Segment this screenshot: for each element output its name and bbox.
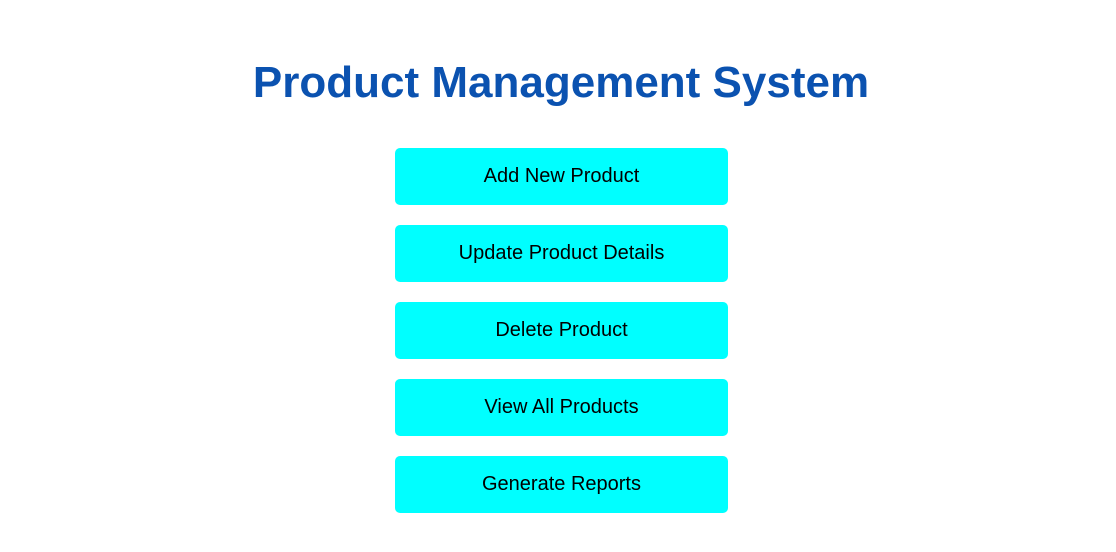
action-menu: Add New Product Update Product Details D… [395, 148, 728, 513]
page-title: Product Management System [252, 58, 870, 107]
view-all-products-button[interactable]: View All Products [395, 379, 728, 436]
delete-product-button[interactable]: Delete Product [395, 302, 728, 359]
add-new-product-button[interactable]: Add New Product [395, 148, 728, 205]
generate-reports-button[interactable]: Generate Reports [395, 456, 728, 513]
update-product-details-button[interactable]: Update Product Details [395, 225, 728, 282]
